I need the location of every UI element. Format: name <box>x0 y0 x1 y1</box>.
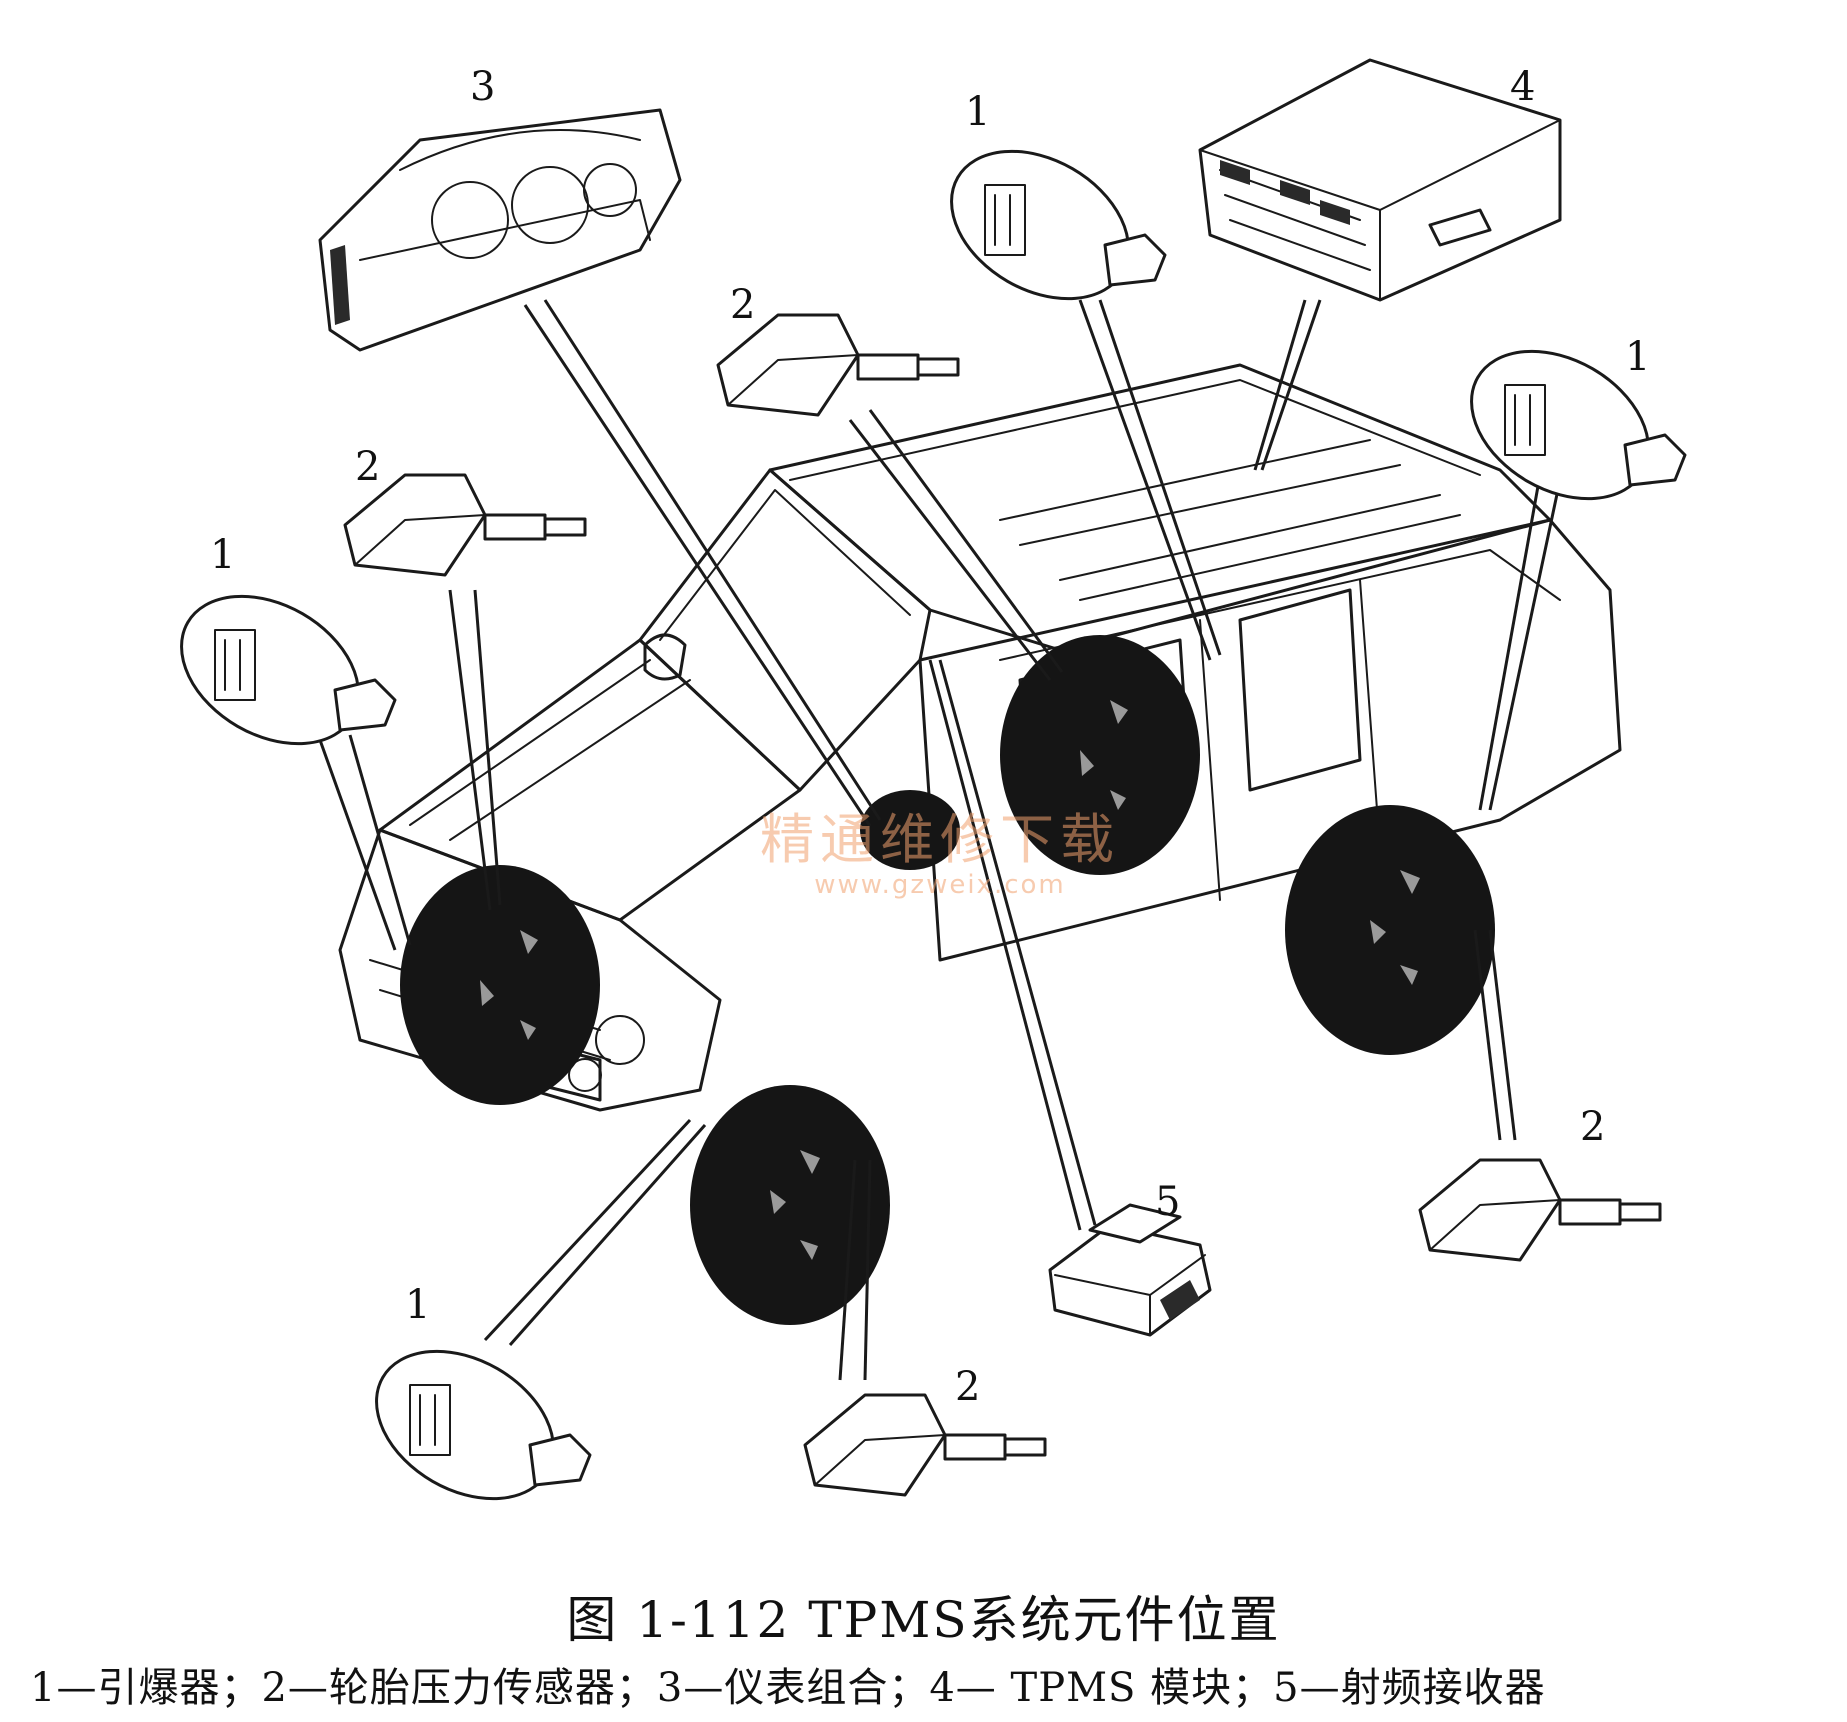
tpms-diagram: 3 4 1 1 1 1 2 <box>180 58 1687 1501</box>
pressure-sensor-right <box>1418 1158 1662 1262</box>
callout-tpms-module: 4 <box>1510 64 1535 110</box>
callout-sensor-right: 2 <box>1580 1104 1605 1150</box>
rf-receiver <box>1048 1203 1212 1337</box>
callout-sensor-bottom: 2 <box>955 1364 980 1410</box>
wheel-rear-left <box>1000 635 1200 875</box>
trigger-rear-top <box>950 149 1167 301</box>
callout-sensor-left: 2 <box>355 444 380 490</box>
callout-trigger-rear-top: 1 <box>965 89 990 135</box>
callout-rf-receiver: 5 <box>1155 1179 1180 1225</box>
leader-lines <box>318 299 1562 1381</box>
figure-caption: 图 1-112 TPMS系统元件位置 <box>566 1591 1281 1649</box>
trigger-front-left <box>180 594 397 746</box>
trigger-rear-right <box>1470 349 1687 501</box>
wheel-spare <box>860 790 960 870</box>
pressure-sensor-left <box>343 473 587 577</box>
tpms-module <box>1198 58 1562 302</box>
wheel-front-right <box>690 1085 890 1325</box>
wheel-front-left <box>400 865 600 1105</box>
pressure-sensor-bottom <box>803 1393 1047 1497</box>
pressure-sensor-top-center <box>716 313 960 417</box>
callout-trigger-front-bottom: 1 <box>405 1282 430 1328</box>
watermark: 精通维修下载 www.gzweix.com <box>740 808 1140 901</box>
watermark-line1: 精通维修下载 <box>760 808 1120 871</box>
watermark-line2: www.gzweix.com <box>814 870 1066 900</box>
callout-sensor-top-center: 2 <box>730 282 755 328</box>
instrument-cluster <box>318 108 682 352</box>
callout-instrument-cluster: 3 <box>470 64 495 110</box>
callout-trigger-front-left: 1 <box>210 532 235 578</box>
figure-legend: 1—引爆器；2—轮胎压力传感器；3—仪表组合；4— TPMS 模块；5—射频接收… <box>30 1665 1546 1711</box>
trigger-front-bottom <box>375 1349 592 1501</box>
wheel-rear-right <box>1285 805 1495 1055</box>
callout-trigger-rear-right: 1 <box>1625 334 1650 380</box>
